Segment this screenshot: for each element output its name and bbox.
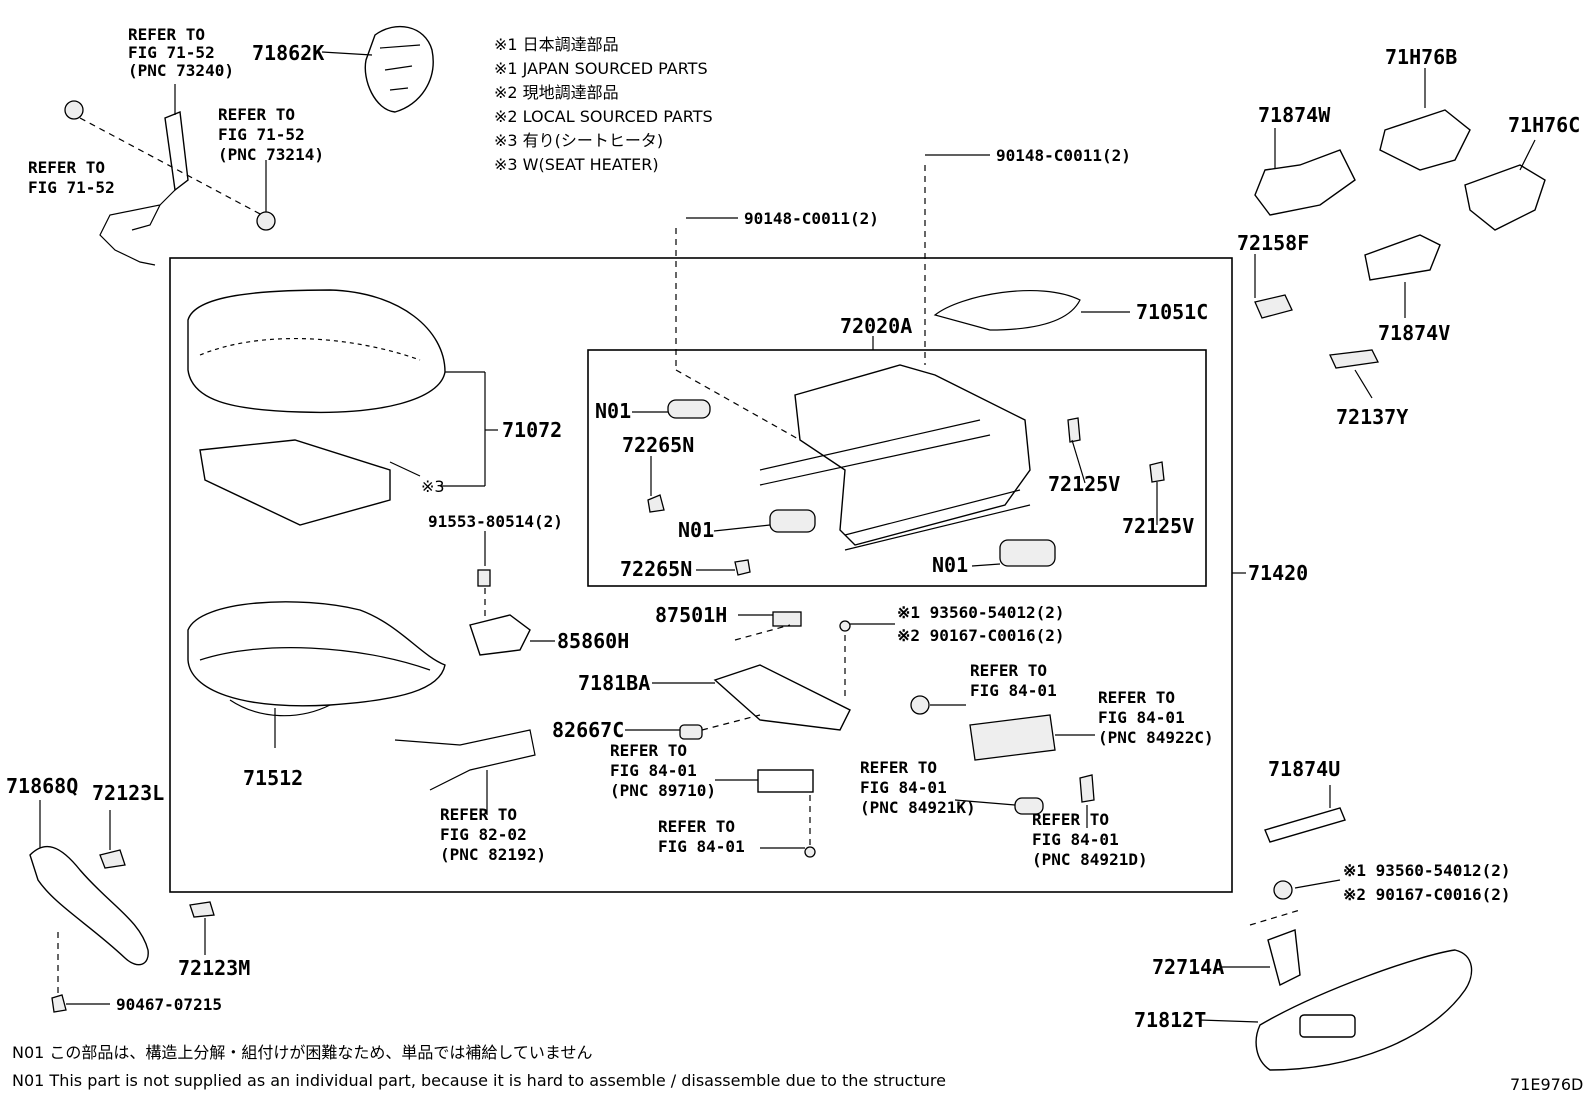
part-71874W[interactable]: 71874W	[1258, 103, 1331, 127]
refer-line: (PNC 89710)	[610, 781, 716, 800]
right-side-parts	[1255, 807, 1473, 1071]
part-72137Y[interactable]: 72137Y	[1336, 405, 1408, 429]
refer-line: FIG 84-01	[1098, 708, 1185, 727]
part-71H76B[interactable]: 71H76B	[1385, 45, 1457, 69]
part-N01-lower[interactable]: N01	[932, 553, 968, 577]
refer-line: (PNC 84922C)	[1098, 728, 1214, 747]
part-72125V-right[interactable]: 72125V	[1122, 514, 1194, 538]
refer-line: REFER TO	[440, 805, 517, 824]
note-japan-en: ※1 JAPAN SOURCED PARTS	[494, 59, 708, 78]
part-71072[interactable]: 71072	[502, 418, 562, 442]
refer-71-52[interactable]: REFER TO FIG 71-52	[28, 158, 115, 197]
leader-lines	[39, 51, 1536, 1023]
part-72020A[interactable]: 72020A	[840, 314, 912, 338]
part-71874U[interactable]: 71874U	[1268, 757, 1340, 781]
seat-frame	[759, 290, 1081, 551]
refer-line: FIG 84-01	[970, 681, 1057, 700]
shield-cover-part	[364, 25, 434, 113]
lower-center-parts	[394, 569, 1095, 858]
seat-track-frame	[587, 349, 1207, 587]
part-87501H[interactable]: 87501H	[655, 603, 727, 627]
refer-84-01-84921D[interactable]: REFER TO FIG 84-01 (PNC 84921D)	[1032, 810, 1148, 869]
seat-cushion-pad	[187, 601, 446, 717]
part-93560-54012-lower[interactable]: ※1 93560-54012(2)	[1343, 861, 1511, 880]
part-71051C[interactable]: 71051C	[1136, 300, 1208, 324]
part-85860H[interactable]: 85860H	[557, 629, 629, 653]
part-71812T[interactable]: 71812T	[1134, 1008, 1206, 1032]
refer-line: FIG 84-01	[658, 837, 745, 856]
refer-line: REFER TO	[1098, 688, 1175, 707]
refer-line: FIG 84-01	[610, 761, 697, 780]
upper-right-brackets	[1254, 109, 1546, 369]
part-7181BA[interactable]: 7181BA	[578, 671, 650, 695]
refer-line: (PNC 73240)	[128, 61, 234, 80]
note-local-jp: ※2 現地調達部品	[494, 83, 619, 102]
footer-note-jp: N01 この部品は、構造上分解・組付けが困難なため、単品では補給していません	[12, 1043, 592, 1062]
part-71512[interactable]: 71512	[243, 766, 303, 790]
part-72265N-upper[interactable]: 72265N	[622, 433, 694, 457]
diagram-id: 71E976D	[1510, 1075, 1583, 1094]
refer-line: (PNC 73214)	[218, 145, 324, 164]
refer-line: (PNC 84921K)	[860, 798, 976, 817]
part-90148-C0011-lower[interactable]: 90148-C0011(2)	[744, 209, 879, 228]
part-71874V[interactable]: 71874V	[1378, 321, 1450, 345]
part-72714A[interactable]: 72714A	[1152, 955, 1224, 979]
part-72123L[interactable]: 72123L	[92, 781, 164, 805]
part-N01-middle[interactable]: N01	[678, 518, 714, 542]
refer-line: FIG 82-02	[440, 825, 527, 844]
refer-82-02-82192[interactable]: REFER TO FIG 82-02 (PNC 82192)	[440, 805, 546, 864]
refer-line: FIG 71-52	[218, 125, 305, 144]
refer-line: REFER TO	[658, 817, 735, 836]
part-71862K[interactable]: 71862K	[252, 41, 324, 65]
note-mark-3: ※3	[421, 477, 445, 496]
refer-line: FIG 84-01	[860, 778, 947, 797]
refer-line: REFER TO	[128, 25, 205, 44]
part-71868Q[interactable]: 71868Q	[6, 774, 78, 798]
part-82667C[interactable]: 82667C	[552, 718, 624, 742]
seat-cushion-cover	[187, 289, 446, 526]
footer-note-en: N01 This part is not supplied as an indi…	[12, 1071, 946, 1090]
part-71H76C[interactable]: 71H76C	[1508, 113, 1580, 137]
note-heater-en: ※3 W(SEAT HEATER)	[494, 155, 659, 174]
refer-84-01-84921K[interactable]: REFER TO FIG 84-01 (PNC 84921K)	[860, 758, 976, 817]
motor-parts	[647, 399, 1165, 576]
refer-line: FIG 71-52	[28, 178, 115, 197]
note-japan-jp: ※1 日本調達部品	[494, 35, 619, 54]
assembly-frame	[169, 257, 1233, 893]
part-N01-upper[interactable]: N01	[595, 399, 631, 423]
refer-line: (PNC 82192)	[440, 845, 546, 864]
refer-71-52-73214[interactable]: REFER TO FIG 71-52 (PNC 73214)	[218, 105, 324, 164]
refer-line: (PNC 84921D)	[1032, 850, 1148, 869]
refer-84-01-89710[interactable]: REFER TO FIG 84-01 (PNC 89710)	[610, 741, 716, 800]
refer-line: REFER TO	[860, 758, 937, 777]
refer-84-01-84922C[interactable]: REFER TO FIG 84-01 (PNC 84922C)	[1098, 688, 1214, 747]
note-heater-jp: ※3 有り(シートヒータ)	[494, 131, 663, 150]
refer-84-01-a[interactable]: REFER TO FIG 84-01	[970, 661, 1057, 700]
refer-line: REFER TO	[610, 741, 687, 760]
part-90167-C0016-upper[interactable]: ※2 90167-C0016(2)	[897, 626, 1065, 645]
part-72123M[interactable]: 72123M	[178, 956, 250, 980]
part-90148-C0011-upper[interactable]: 90148-C0011(2)	[996, 146, 1131, 165]
part-72125V-left[interactable]: 72125V	[1048, 472, 1120, 496]
refer-line: FIG 71-52	[128, 43, 215, 62]
refer-line: REFER TO	[970, 661, 1047, 680]
refer-line: REFER TO	[28, 158, 105, 177]
refer-line: REFER TO	[1032, 810, 1109, 829]
refer-84-01-b[interactable]: REFER TO FIG 84-01	[658, 817, 745, 856]
part-91553-80514[interactable]: 91553-80514(2)	[428, 512, 563, 531]
refer-line: FIG 84-01	[1032, 830, 1119, 849]
part-90467-07215[interactable]: 90467-07215	[116, 995, 222, 1014]
part-71420[interactable]: 71420	[1248, 561, 1308, 585]
refer-71-52-73240[interactable]: REFER TO FIG 71-52 (PNC 73240)	[128, 25, 234, 80]
note-local-en: ※2 LOCAL SOURCED PARTS	[494, 107, 713, 126]
part-93560-54012-upper[interactable]: ※1 93560-54012(2)	[897, 603, 1065, 622]
side-garnish	[29, 845, 215, 1013]
part-90167-C0016-lower[interactable]: ※2 90167-C0016(2)	[1343, 885, 1511, 904]
refer-line: REFER TO	[218, 105, 295, 124]
part-72265N-lower[interactable]: 72265N	[620, 557, 692, 581]
part-72158F[interactable]: 72158F	[1237, 231, 1309, 255]
